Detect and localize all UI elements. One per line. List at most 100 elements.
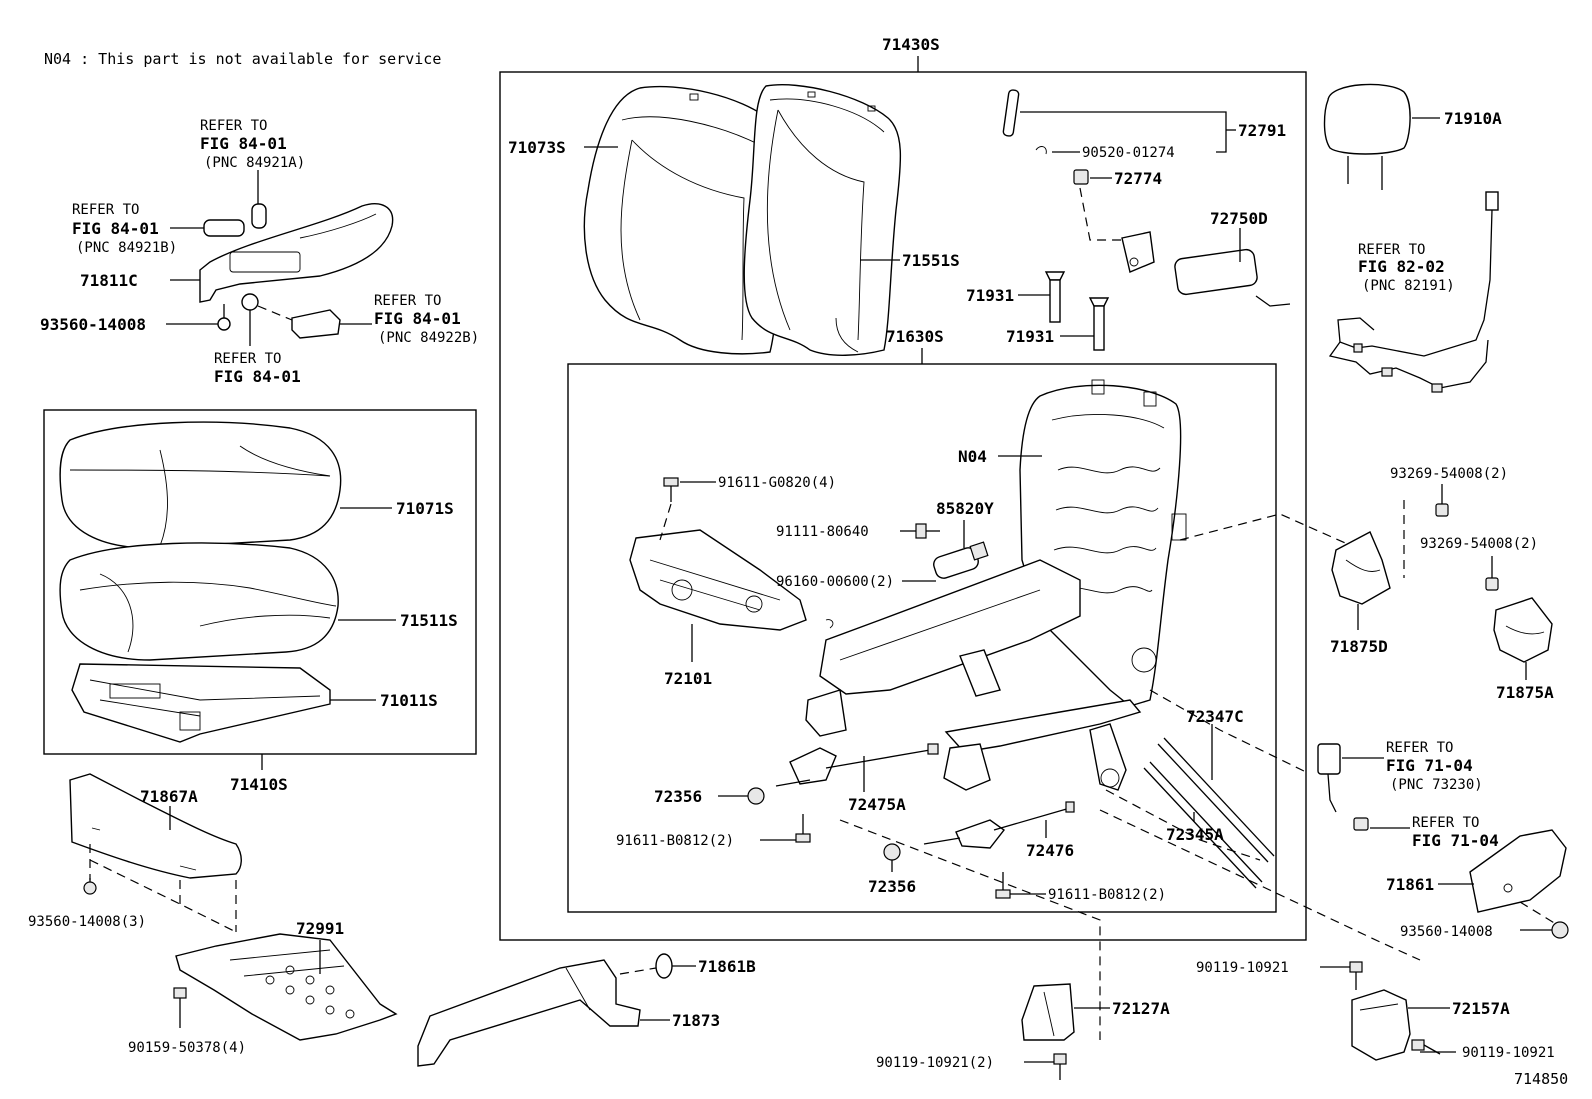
ref-fig71a-line3: (PNC 73230)	[1390, 777, 1483, 793]
label-93560-14008-b: 93560-14008(3)	[28, 914, 146, 930]
label-71071S: 71071S	[396, 499, 454, 518]
seatback-cover-71551S	[743, 84, 902, 356]
ref-fig71b-line1: REFER TO	[1412, 815, 1479, 831]
bolt-90119-10921-a	[1053, 1053, 1067, 1080]
screw-91111-80640	[915, 523, 940, 539]
label-71861: 71861	[1386, 875, 1434, 894]
label-90119-10921-b: 90119-10921	[1196, 960, 1289, 976]
ref-fig84d-line1: REFER TO	[214, 351, 281, 367]
ref-fig84a-line2: FIG 84-01	[200, 134, 287, 153]
cover-71875D	[1331, 531, 1391, 605]
tray-72991	[175, 933, 398, 1041]
cushion-assy-box	[43, 409, 477, 755]
screw-93560-14008-b	[83, 878, 97, 895]
bolt-90119-10921-b	[1349, 961, 1363, 990]
seat-track-rail	[943, 699, 1142, 791]
ref-fig82-line3: (PNC 82191)	[1362, 278, 1455, 294]
label-71811C: 71811C	[80, 271, 138, 290]
label-72750D: 72750D	[1210, 209, 1268, 228]
bolt-91611-G0820	[663, 477, 679, 502]
belt-buckle-73230	[1317, 743, 1341, 813]
headrest-71910A	[1323, 83, 1411, 190]
label-72356-b: 72356	[868, 877, 916, 896]
label-90520-01274: 90520-01274	[1082, 145, 1175, 161]
ref-fig84c-line2: FIG 84-01	[374, 309, 461, 328]
seat-adjuster-frame	[805, 559, 1081, 737]
ref-fig84d-line2: FIG 84-01	[214, 367, 301, 386]
service-note: N04 : This part is not available for ser…	[44, 50, 441, 68]
switch-84922B	[291, 309, 341, 339]
label-71551S: 71551S	[902, 251, 960, 270]
label-71867A: 71867A	[140, 787, 198, 806]
cable-72476	[923, 801, 1075, 849]
label-71875A: 71875A	[1496, 683, 1554, 702]
label-72157A: 72157A	[1452, 999, 1510, 1018]
cover-71861	[1469, 829, 1567, 913]
cover-71867A	[69, 773, 242, 879]
screw-93269-54008-b	[1485, 577, 1499, 591]
knob-84921A	[251, 203, 267, 229]
figure-id: 714850	[1514, 1070, 1568, 1088]
cable-72475A	[775, 743, 939, 787]
label-90119-10921-c: 90119-10921	[1462, 1045, 1555, 1061]
label-85820Y: 85820Y	[936, 499, 994, 518]
label-72476: 72476	[1026, 841, 1074, 860]
bushing-72356-b	[883, 843, 901, 861]
label-71861B: 71861B	[698, 957, 756, 976]
bracket-71873	[417, 959, 641, 1067]
label-72475A: 72475A	[848, 795, 906, 814]
label-72791: 72791	[1238, 121, 1286, 140]
label-71931-b: 71931	[1006, 327, 1054, 346]
label-91611-B0812-a: 91611-B0812(2)	[616, 833, 734, 849]
label-93560-14008-c: 93560-14008	[1400, 924, 1493, 940]
ref-fig71a-line1: REFER TO	[1386, 740, 1453, 756]
seat-wire-harness	[1328, 191, 1499, 393]
label-71931-a: 71931	[966, 286, 1014, 305]
recliner-72101	[629, 529, 834, 631]
label-93269-54008-a: 93269-54008(2)	[1390, 466, 1508, 482]
ref-fig71b-line2: FIG 71-04	[1412, 831, 1499, 850]
motor-85820Y	[933, 541, 989, 579]
label-72356-a: 72356	[654, 787, 702, 806]
headrest-guide-71931-a	[1044, 271, 1066, 323]
label-91111-80640: 91111-80640	[776, 524, 869, 540]
cover-71875A	[1493, 597, 1553, 663]
ref-fig84b-line1: REFER TO	[72, 202, 139, 218]
label-72347C: 72347C	[1186, 707, 1244, 726]
label-71011S: 71011S	[380, 691, 438, 710]
ref-fig84c-line1: REFER TO	[374, 293, 441, 309]
cover-72157A	[1351, 989, 1411, 1061]
clip-72774	[1073, 169, 1089, 185]
label-71410S: 71410S	[230, 775, 288, 794]
seat-side-cover-71811C	[199, 203, 394, 303]
ref-fig84b-line3: (PNC 84921B)	[76, 240, 177, 256]
clip-71861B	[619, 953, 673, 979]
screw-93269-54008-a	[1435, 503, 1449, 517]
switch-84921B	[203, 219, 245, 237]
label-90159-50378: 90159-50378(4)	[128, 1040, 246, 1056]
label-96160-00600: 96160-00600(2)	[776, 574, 894, 590]
ref-fig84b-line2: FIG 84-01	[72, 219, 159, 238]
label-71875D: 71875D	[1330, 637, 1388, 656]
label-71873: 71873	[672, 1011, 720, 1030]
bolt-90159-50378	[173, 987, 187, 1028]
label-91611-G0820: 91611-G0820(4)	[718, 475, 836, 491]
label-71430S: 71430S	[882, 35, 940, 54]
rod-72347C	[1157, 737, 1275, 863]
label-90119-10921-a: 90119-10921(2)	[876, 1055, 994, 1071]
bushing-72356-a	[747, 787, 765, 805]
bolt-91611-B0812-a	[795, 814, 811, 843]
label-93560-14008-a: 93560-14008	[40, 315, 146, 334]
label-72127A: 72127A	[1112, 999, 1170, 1018]
lumbar-support-72750D	[1121, 231, 1291, 307]
label-71511S: 71511S	[400, 611, 458, 630]
label-72345A: 72345A	[1166, 825, 1224, 844]
ref-fig84a-line3: (PNC 84921A)	[204, 155, 305, 171]
screw-93560-14008-a	[217, 304, 231, 331]
cushion-pad-71511S	[59, 542, 339, 661]
ref-fig84c-line3: (PNC 84922B)	[378, 330, 479, 346]
label-71630S: 71630S	[886, 327, 944, 346]
label-91611-B0812-b: 91611-B0812(2)	[1048, 887, 1166, 903]
belt-bolt	[1353, 817, 1369, 831]
